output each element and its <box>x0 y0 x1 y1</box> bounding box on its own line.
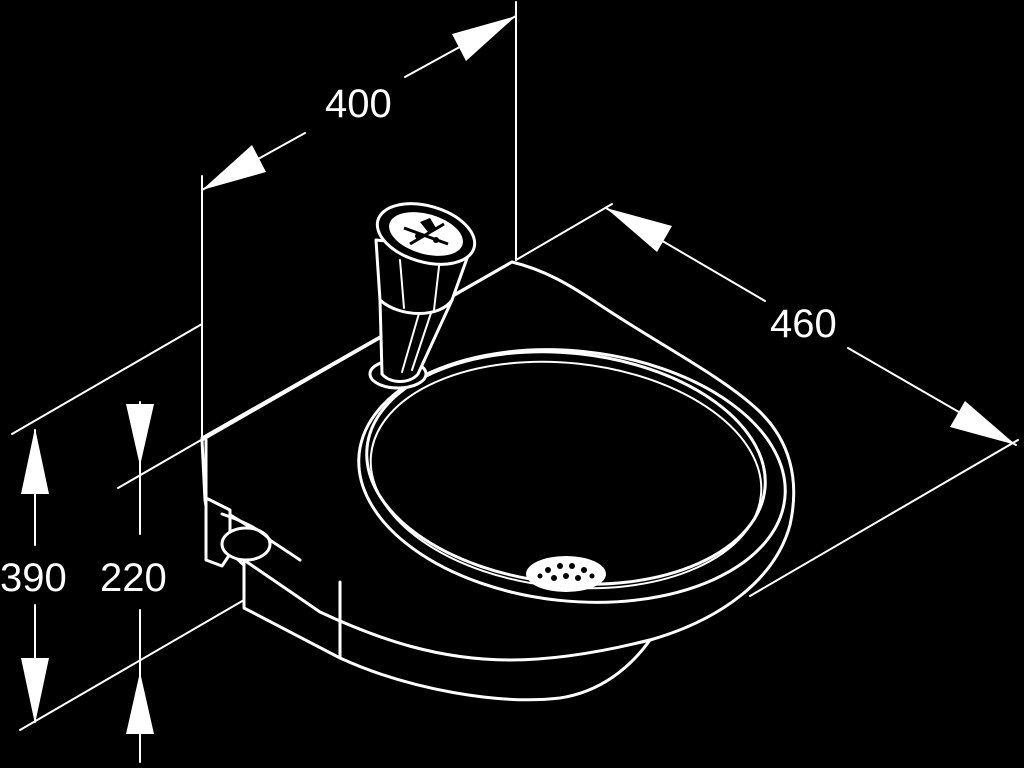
hand-wash-symbol-icon <box>403 218 449 246</box>
sink-apron <box>242 558 652 702</box>
dimension-220: 220 <box>100 401 209 763</box>
wall-bracket <box>204 496 232 568</box>
dimension-400: 400 <box>201 1 517 451</box>
sink-bowl <box>357 348 787 604</box>
dimension-460-label: 460 <box>770 302 837 346</box>
dimension-460: 460 <box>515 203 1019 597</box>
dimension-390: 390 <box>0 323 245 731</box>
dimension-400-label: 400 <box>325 82 392 126</box>
dimension-220-label: 220 <box>100 556 167 600</box>
dimension-390-label: 390 <box>0 556 67 600</box>
drain-strainer-icon <box>526 556 606 592</box>
